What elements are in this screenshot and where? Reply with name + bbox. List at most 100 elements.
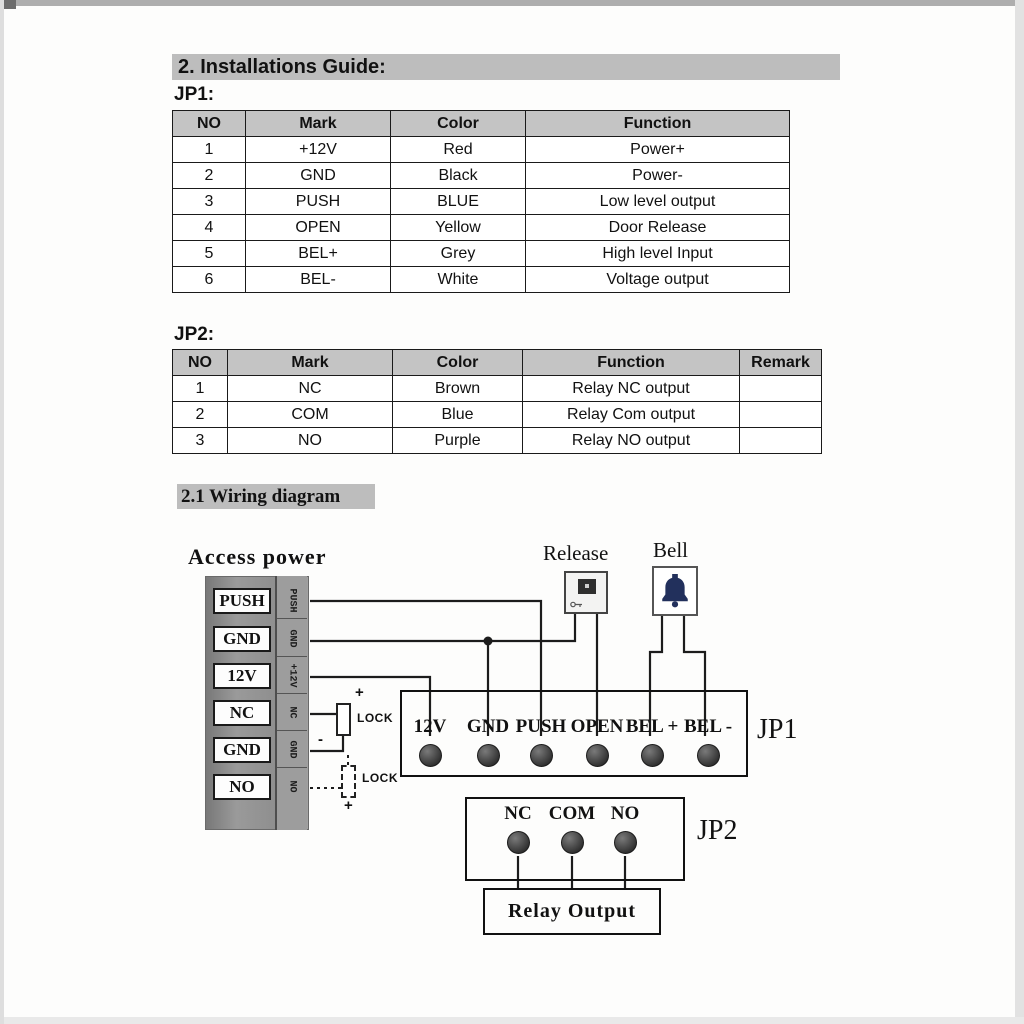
pin-circle bbox=[529, 744, 553, 767]
scan-edge-top bbox=[0, 0, 1024, 6]
jp1-heading: JP1: bbox=[174, 84, 215, 105]
table-cell: Relay Com output bbox=[522, 401, 740, 428]
table-cell: Brown bbox=[392, 375, 523, 402]
terminal-12v: 12V bbox=[213, 663, 271, 689]
jp1-pin-bel-plus: BEL + bbox=[622, 716, 682, 767]
pin-circle bbox=[696, 744, 720, 767]
jp2-name: JP2 bbox=[697, 815, 738, 846]
bell-label: Bell bbox=[653, 538, 688, 562]
table-header-cell: Remark bbox=[739, 349, 822, 376]
table-cell: Purple bbox=[392, 427, 523, 454]
key-icon bbox=[570, 601, 582, 608]
pin-circle bbox=[613, 831, 637, 854]
table-cell: +12V bbox=[245, 136, 391, 163]
table-cell: Blue bbox=[392, 401, 523, 428]
pin-label: OPEN bbox=[570, 716, 624, 737]
table-cell: Grey bbox=[390, 240, 526, 267]
table-cell: Power+ bbox=[525, 136, 790, 163]
jp1-pin-bel-minus: BEL - bbox=[678, 716, 738, 767]
terminal-nc: NC bbox=[213, 700, 271, 726]
strip-label: NO bbox=[286, 780, 298, 793]
strip-label: GND bbox=[277, 731, 307, 768]
table-header-cell: Function bbox=[525, 110, 790, 137]
release-label: Release bbox=[543, 541, 609, 565]
wiring-diagram-heading: 2.1 Wiring diagram bbox=[177, 484, 375, 509]
table-cell bbox=[739, 401, 822, 428]
table-header-cell: Color bbox=[390, 110, 526, 137]
jp2-heading: JP2: bbox=[174, 324, 215, 345]
table-cell: OPEN bbox=[245, 214, 391, 241]
device-terminal-strip: PUSH GND +12V NC GND NO bbox=[275, 576, 307, 830]
table-cell: COM bbox=[227, 401, 393, 428]
jp2-pin-no: NO bbox=[595, 803, 655, 854]
pin-circle bbox=[560, 831, 584, 854]
pin-label: BEL - bbox=[683, 716, 733, 737]
jp1-name: JP1 bbox=[757, 714, 798, 745]
scan-notch bbox=[0, 0, 16, 9]
strip-label: +12V bbox=[277, 657, 307, 694]
lock2-label: LOCK bbox=[362, 771, 398, 785]
table-cell: BEL- bbox=[245, 266, 391, 293]
jp2-connector bbox=[465, 797, 685, 881]
release-button-face bbox=[578, 579, 596, 594]
terminal-gnd2: GND bbox=[213, 737, 271, 763]
jp1-pin-12v: 12V bbox=[400, 716, 460, 767]
pin-circle bbox=[476, 744, 500, 767]
table-cell: BLUE bbox=[390, 188, 526, 215]
table-cell: NO bbox=[227, 427, 393, 454]
scan-edge-right bbox=[1015, 0, 1024, 1024]
table-header-cell: NO bbox=[172, 110, 246, 137]
bell-box bbox=[652, 566, 698, 616]
table-cell: GND bbox=[245, 162, 391, 189]
table-cell: High level Input bbox=[525, 240, 790, 267]
relay-output-box: Relay Output bbox=[483, 888, 661, 935]
jp1-pin-open: OPEN bbox=[567, 716, 627, 767]
terminal-push: PUSH bbox=[213, 588, 271, 614]
table-cell bbox=[739, 427, 822, 454]
jp1-pin-gnd: GND bbox=[458, 716, 518, 767]
strip-label: NC bbox=[277, 694, 307, 731]
junction-dot bbox=[483, 636, 493, 646]
lock1-label: LOCK bbox=[357, 711, 393, 725]
lock2-plus-sign: + bbox=[344, 797, 353, 814]
lock-resistor bbox=[336, 703, 351, 736]
table-header-cell: Mark bbox=[227, 349, 393, 376]
terminal-gnd: GND bbox=[213, 626, 271, 652]
table-cell: 1 bbox=[172, 375, 228, 402]
table-cell: Relay NC output bbox=[522, 375, 740, 402]
jp2-pin-nc: NC bbox=[488, 803, 548, 854]
table-header-cell: NO bbox=[172, 349, 228, 376]
pin-circle bbox=[585, 744, 609, 767]
jp1-pin-push: PUSH bbox=[511, 716, 571, 767]
pin-label: NC bbox=[504, 803, 532, 824]
section-title: 2. Installations Guide: bbox=[172, 54, 840, 80]
table-cell: Relay NO output bbox=[522, 427, 740, 454]
table-cell: Black bbox=[390, 162, 526, 189]
scan-edge-left bbox=[0, 0, 4, 1024]
table-cell: 3 bbox=[172, 427, 228, 454]
table-header-cell: Function bbox=[522, 349, 740, 376]
pin-label: 12V bbox=[413, 716, 447, 737]
table-cell: Power- bbox=[525, 162, 790, 189]
release-button-icon bbox=[564, 571, 608, 614]
table-cell: White bbox=[390, 266, 526, 293]
table-cell: Low level output bbox=[525, 188, 790, 215]
table-header-cell: Color bbox=[392, 349, 523, 376]
lock1-minus-sign: - bbox=[318, 731, 323, 748]
jp2-pin-com: COM bbox=[542, 803, 602, 854]
lock1-plus-sign: + bbox=[355, 684, 364, 701]
table-cell: Red bbox=[390, 136, 526, 163]
pin-label: BEL + bbox=[625, 716, 679, 737]
